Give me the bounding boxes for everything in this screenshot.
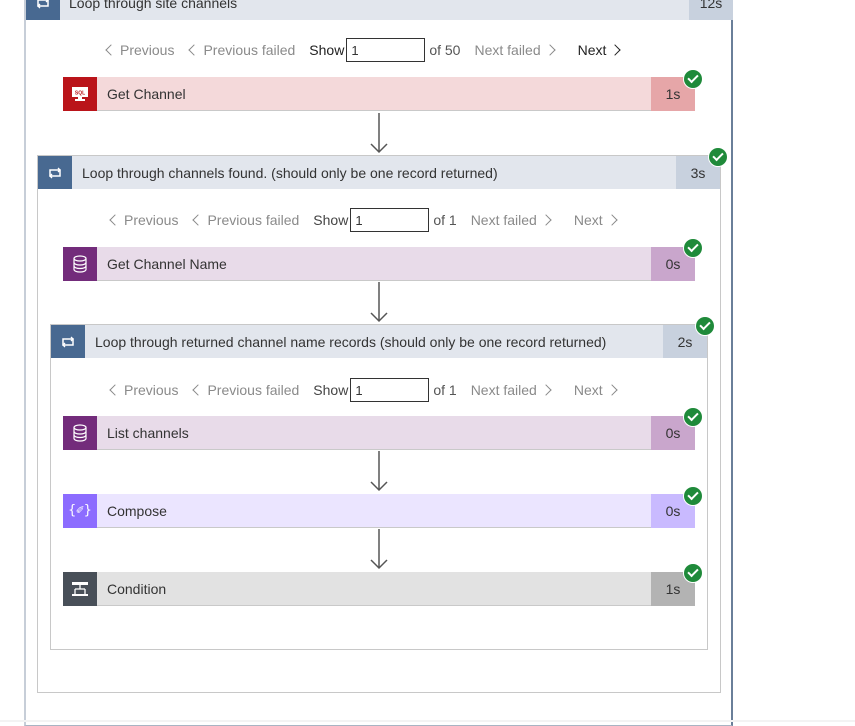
next-button[interactable]: Next	[574, 212, 618, 228]
outer-loop-header[interactable]: Loop through site channels 12s	[26, 0, 733, 20]
iteration-count: of 1	[433, 382, 457, 398]
iteration-count: of 50	[429, 42, 461, 58]
show-label: Show	[313, 382, 349, 398]
sql-icon: SQL	[63, 76, 97, 111]
chevron-left-icon	[109, 384, 121, 396]
action-list-channels[interactable]: List channels 0s	[63, 415, 695, 450]
action-name: Condition	[107, 580, 167, 597]
chevron-right-icon	[609, 44, 622, 56]
chevron-left-icon	[192, 384, 205, 396]
chevron-right-icon	[543, 44, 556, 56]
previous-failed-button[interactable]: Previous failed	[192, 382, 299, 398]
show-label: Show	[313, 212, 349, 228]
database-icon	[63, 415, 97, 450]
success-check-icon	[709, 148, 727, 166]
success-check-icon	[684, 487, 702, 505]
previous-failed-button[interactable]: Previous failed	[192, 212, 299, 228]
next-failed-button[interactable]: Next failed	[471, 212, 552, 228]
action-name: Compose	[107, 502, 167, 519]
previous-failed-button[interactable]: Previous failed	[188, 42, 295, 58]
chevron-right-icon	[605, 384, 618, 396]
success-check-icon	[696, 317, 714, 335]
show-label: Show	[309, 42, 345, 58]
action-get-channel-name[interactable]: Get Channel Name 0s	[63, 246, 695, 281]
loop-icon	[26, 0, 60, 20]
success-check-icon	[684, 70, 702, 88]
flow-arrow-icon	[370, 113, 388, 154]
previous-button[interactable]: Previous	[109, 382, 178, 398]
next-failed-button[interactable]: Next failed	[471, 382, 552, 398]
flow-arrow-icon	[370, 451, 388, 492]
action-get-channel[interactable]: SQL Get Channel 1s	[63, 76, 695, 111]
iteration-input[interactable]	[346, 38, 426, 62]
chevron-left-icon	[109, 214, 121, 226]
next-button[interactable]: Next	[578, 42, 622, 58]
condition-icon	[63, 571, 97, 606]
chevron-left-icon	[192, 214, 205, 226]
loop-icon	[51, 325, 85, 358]
database-icon	[63, 246, 97, 281]
success-check-icon	[684, 408, 702, 426]
iteration-input[interactable]	[350, 208, 430, 232]
svg-text:SQL: SQL	[75, 90, 85, 96]
canvas-footer	[0, 720, 855, 722]
flow-arrow-icon	[370, 529, 388, 570]
action-name: Get Channel	[107, 85, 186, 102]
chevron-right-icon	[540, 214, 552, 226]
previous-button[interactable]: Previous	[105, 42, 174, 58]
action-condition[interactable]: Condition 1s	[63, 571, 695, 606]
outer-loop-title: Loop through site channels	[69, 0, 238, 11]
chevron-left-icon	[105, 44, 117, 56]
next-button[interactable]: Next	[574, 382, 618, 398]
chevron-right-icon	[605, 214, 618, 226]
compose-icon: {✐}	[63, 493, 97, 528]
pager-loop3: Previous Previous failed Show of 1 Next …	[109, 377, 618, 403]
action-name: List channels	[107, 424, 189, 441]
chevron-left-icon	[188, 44, 201, 56]
chevron-right-icon	[540, 384, 552, 396]
success-check-icon	[684, 564, 702, 582]
loop3-header[interactable]: Loop through returned channel name recor…	[51, 325, 707, 358]
pager-loop2: Previous Previous failed Show of 1 Next …	[109, 207, 618, 233]
action-compose[interactable]: {✐} Compose 0s	[63, 493, 695, 528]
loop2-header[interactable]: Loop through channels found. (should onl…	[38, 156, 720, 189]
flow-arrow-icon	[370, 282, 388, 323]
next-failed-button[interactable]: Next failed	[474, 42, 556, 58]
loop3-title: Loop through returned channel name recor…	[95, 333, 607, 350]
action-name: Get Channel Name	[107, 255, 227, 272]
pager-outer: Previous Previous failed Show of 50 Next…	[105, 37, 622, 63]
iteration-count: of 1	[433, 212, 457, 228]
success-check-icon	[684, 239, 702, 257]
previous-button[interactable]: Previous	[109, 212, 178, 228]
outer-loop-duration: 12s	[689, 0, 733, 20]
loop2-title: Loop through channels found. (should onl…	[82, 164, 498, 181]
loop-icon	[38, 156, 72, 189]
iteration-input[interactable]	[350, 378, 430, 402]
